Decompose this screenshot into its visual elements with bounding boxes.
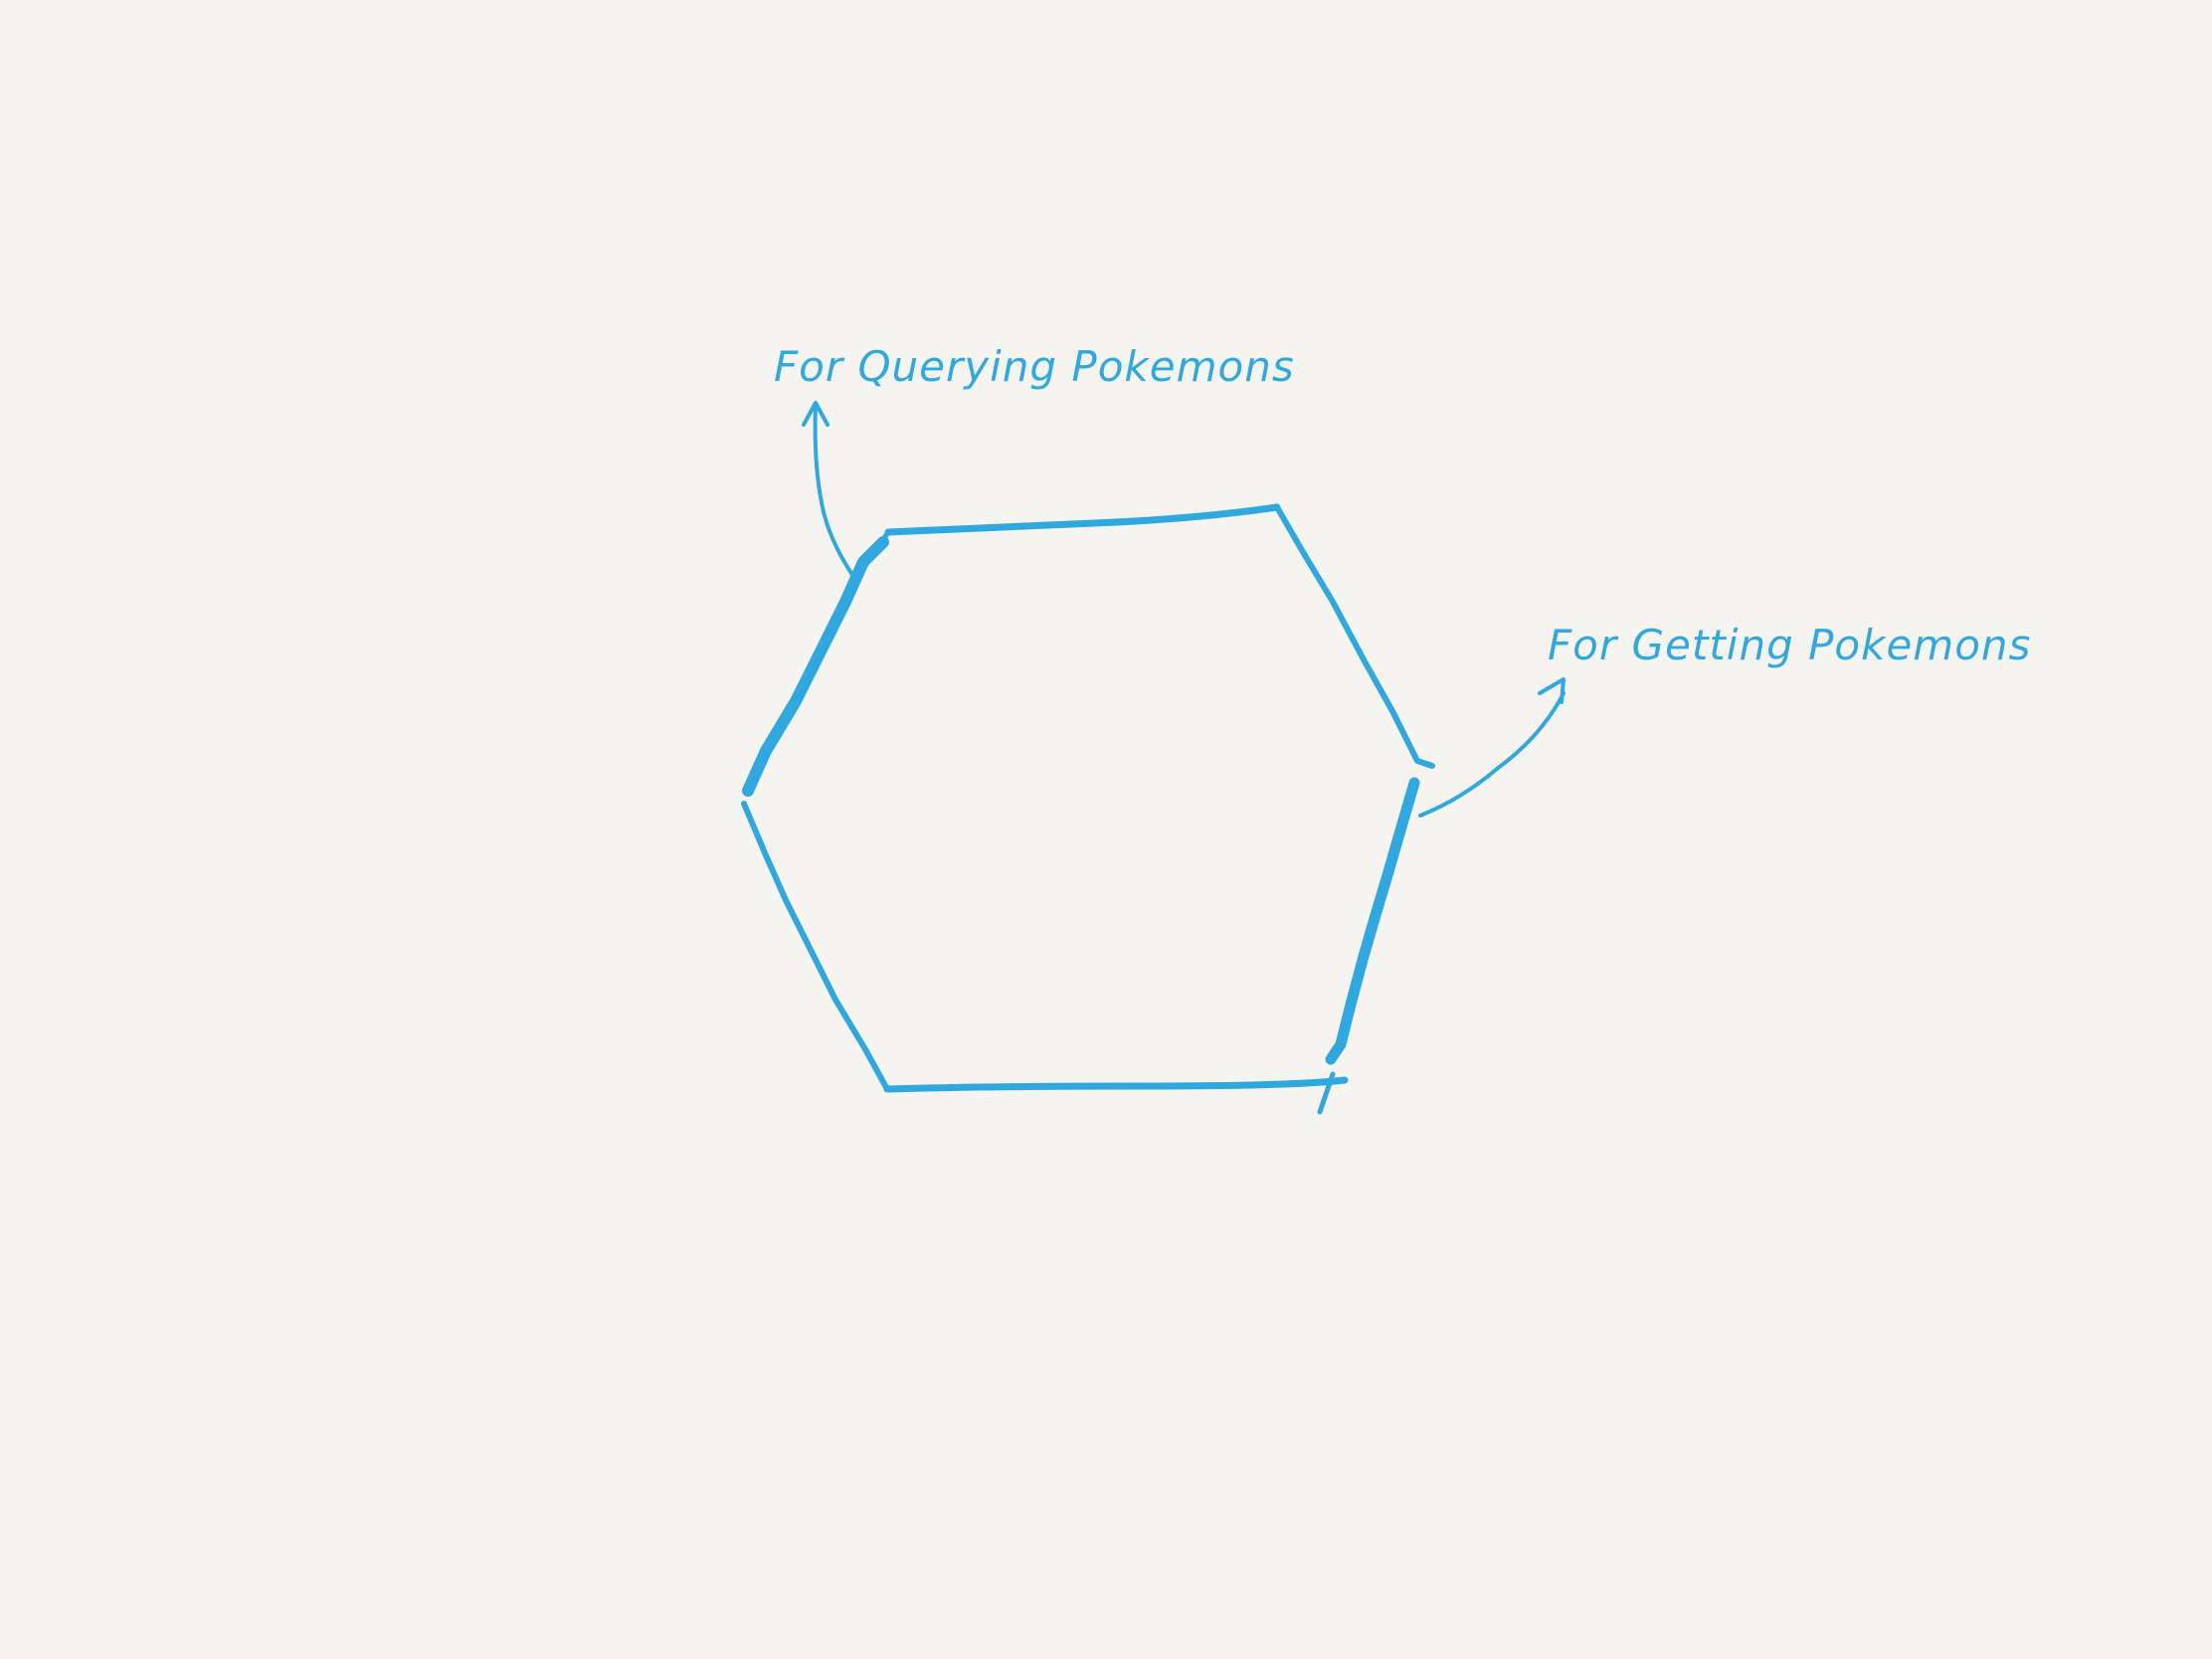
arrow-up-right-icon	[1418, 677, 1566, 818]
hexagon-bottom-right-tick	[1317, 1071, 1336, 1115]
hexagon-shape	[741, 503, 1435, 1115]
hexagon-upper-right-edge	[1274, 504, 1435, 769]
arrow-up-icon	[802, 401, 854, 577]
hexagon-top-edge	[884, 503, 1281, 536]
label-querying-pokemons: For Querying Pokemons	[774, 342, 1295, 391]
label-getting-pokemons: For Getting Pokemons	[1548, 621, 2031, 669]
hexagon-bottom-edge	[883, 1076, 1349, 1093]
hexagon-right-port-edge	[1325, 777, 1420, 1065]
hexagon-top-left-tick	[874, 529, 891, 552]
hexagon-lower-left-edge	[741, 801, 890, 1092]
hexagon-left-port-edge	[742, 536, 889, 797]
